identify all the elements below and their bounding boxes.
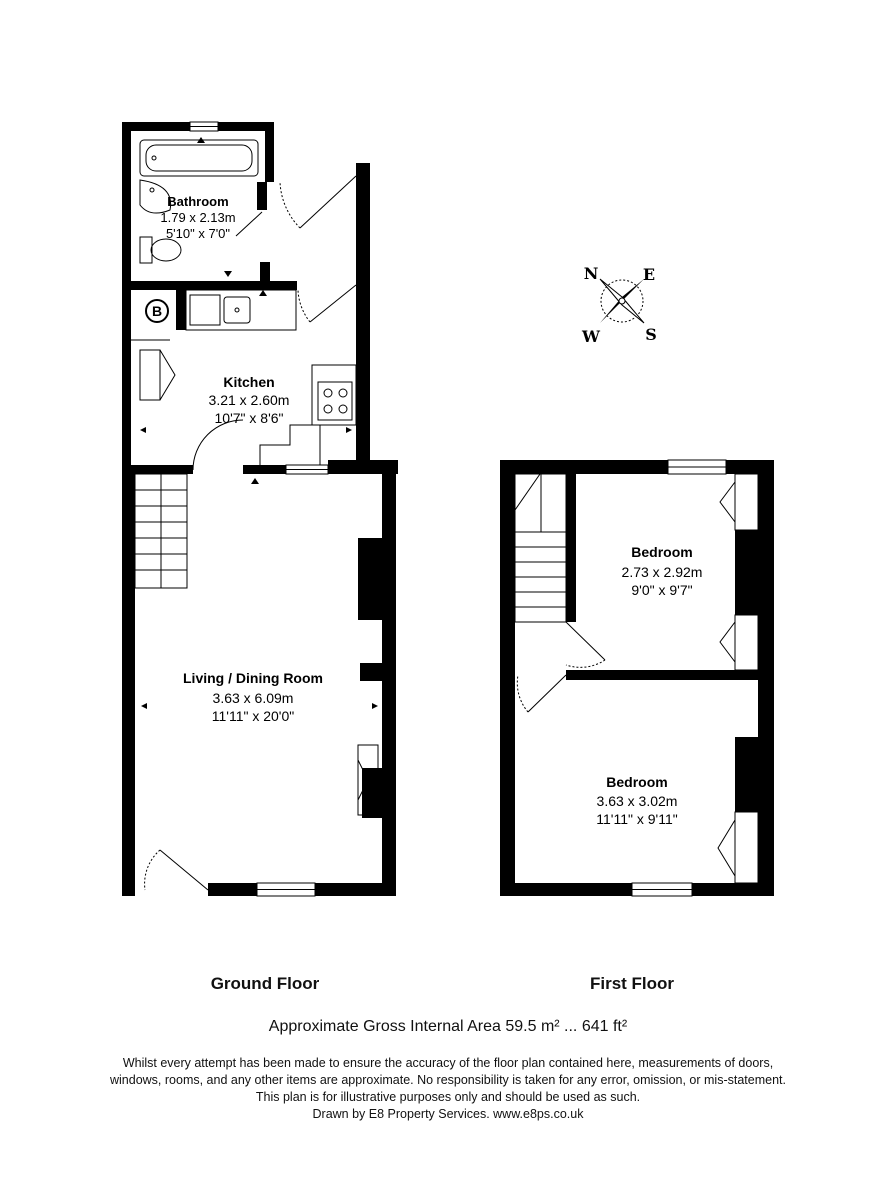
ground-floor-walls bbox=[122, 122, 398, 896]
svg-text:Kitchen: Kitchen bbox=[223, 374, 274, 390]
svg-text:11'11" x 9'11": 11'11" x 9'11" bbox=[596, 811, 677, 827]
first-floor-label: First Floor bbox=[589, 974, 675, 993]
room-label-living-dining: Living / Dining Room 3.63 x 6.09m 11'11"… bbox=[183, 670, 323, 724]
ground-floor-arrows bbox=[140, 137, 378, 709]
ground-floor-label: Ground Floor bbox=[210, 974, 320, 993]
svg-text:W: W bbox=[581, 327, 601, 346]
first-floor-doors bbox=[516, 621, 606, 713]
room-label-bathroom: Bathroom 1.79 x 2.13m 5'10" x 7'0" bbox=[160, 194, 235, 241]
disclaimer-line: windows, rooms, and any other items are … bbox=[110, 1073, 786, 1087]
svg-text:10'7" x 8'6": 10'7" x 8'6" bbox=[215, 410, 284, 426]
svg-text:Bedroom: Bedroom bbox=[606, 774, 667, 790]
svg-text:3.21 x 2.60m: 3.21 x 2.60m bbox=[209, 392, 290, 408]
svg-text:2.73 x 2.92m: 2.73 x 2.92m bbox=[622, 564, 703, 580]
svg-text:E: E bbox=[643, 265, 655, 284]
disclaimer: Whilst every attempt has been made to en… bbox=[0, 1055, 896, 1123]
svg-text:3.63 x 3.02m: 3.63 x 3.02m bbox=[597, 793, 678, 809]
svg-text:N: N bbox=[584, 264, 599, 283]
first-floor-walls bbox=[500, 460, 774, 896]
ground-floor-windows bbox=[189, 121, 329, 897]
svg-text:5'10" x 7'0": 5'10" x 7'0" bbox=[166, 226, 230, 241]
disclaimer-line: This plan is for illustrative purposes o… bbox=[255, 1090, 641, 1104]
boiler-label: B bbox=[152, 303, 162, 319]
disclaimer-line: Drawn by E8 Property Services. www.e8ps.… bbox=[312, 1107, 584, 1121]
gross-internal-area: Approximate Gross Internal Area 59.5 m² … bbox=[268, 1018, 628, 1035]
room-label-kitchen: Kitchen 3.21 x 2.60m 10'7" x 8'6" bbox=[209, 374, 290, 426]
svg-text:1.79 x 2.13m: 1.79 x 2.13m bbox=[160, 210, 235, 225]
svg-text:Bedroom: Bedroom bbox=[631, 544, 692, 560]
svg-text:S: S bbox=[645, 325, 657, 344]
svg-text:11'11" x 20'0": 11'11" x 20'0" bbox=[212, 708, 295, 724]
svg-text:Living / Dining Room: Living / Dining Room bbox=[183, 670, 323, 686]
room-label-bedroom-2: Bedroom 3.63 x 3.02m 11'11" x 9'11" bbox=[596, 774, 677, 827]
first-floor-windows bbox=[631, 459, 727, 897]
svg-text:9'0" x 9'7": 9'0" x 9'7" bbox=[631, 582, 692, 598]
compass-icon: N E S W bbox=[581, 264, 657, 346]
room-label-bedroom-1: Bedroom 2.73 x 2.92m 9'0" x 9'7" bbox=[622, 544, 703, 598]
svg-text:Bathroom: Bathroom bbox=[167, 194, 228, 209]
ground-floor-fixtures bbox=[134, 139, 379, 816]
disclaimer-line: Whilst every attempt has been made to en… bbox=[122, 1056, 774, 1070]
first-floor-fixtures bbox=[514, 473, 759, 884]
svg-text:3.63 x 6.09m: 3.63 x 6.09m bbox=[213, 690, 294, 706]
ground-floor-doors bbox=[130, 175, 357, 891]
